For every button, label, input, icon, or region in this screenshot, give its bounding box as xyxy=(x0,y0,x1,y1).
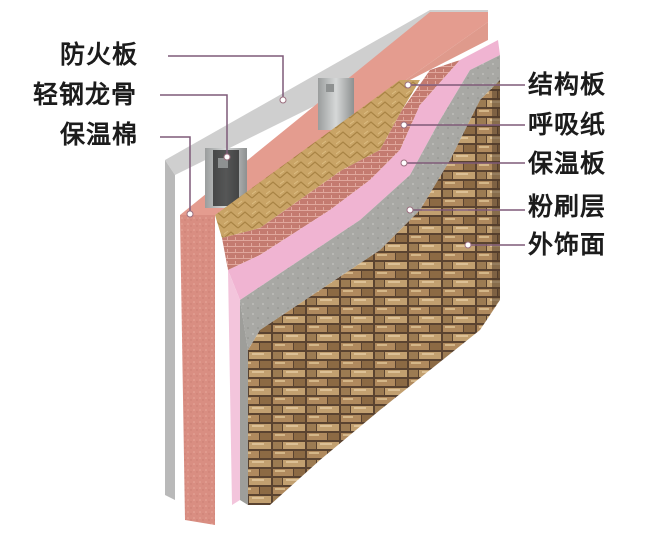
label-fire-board: 防火板 xyxy=(60,40,139,69)
render-coat-layer xyxy=(240,55,500,350)
label-breather-membrane: 呼吸纸 xyxy=(528,110,607,139)
label-structural-board: 结构板 xyxy=(528,70,607,99)
decorative-finish-layer xyxy=(248,80,500,505)
label-mineral-wool: 保温棉 xyxy=(60,120,139,149)
insulation-board-layer xyxy=(228,40,500,300)
label-decorative-finish: 外饰面 xyxy=(528,230,607,259)
label-render-coat: 粉刷层 xyxy=(528,192,607,221)
leader-lines xyxy=(160,55,525,246)
breather-membrane-layer xyxy=(222,60,460,270)
label-steel-stud: 轻钢龙骨 xyxy=(33,80,138,109)
steel-stud-layer xyxy=(205,78,354,208)
mineral-wool-layer xyxy=(215,80,420,238)
label-insulation-board: 保温板 xyxy=(528,149,607,178)
leader-steel-stud xyxy=(160,94,228,155)
leader-fire-board xyxy=(168,55,284,98)
fire-board-layer xyxy=(180,215,215,525)
leader-mineral-wool xyxy=(160,136,191,212)
leader-dots xyxy=(186,81,472,249)
